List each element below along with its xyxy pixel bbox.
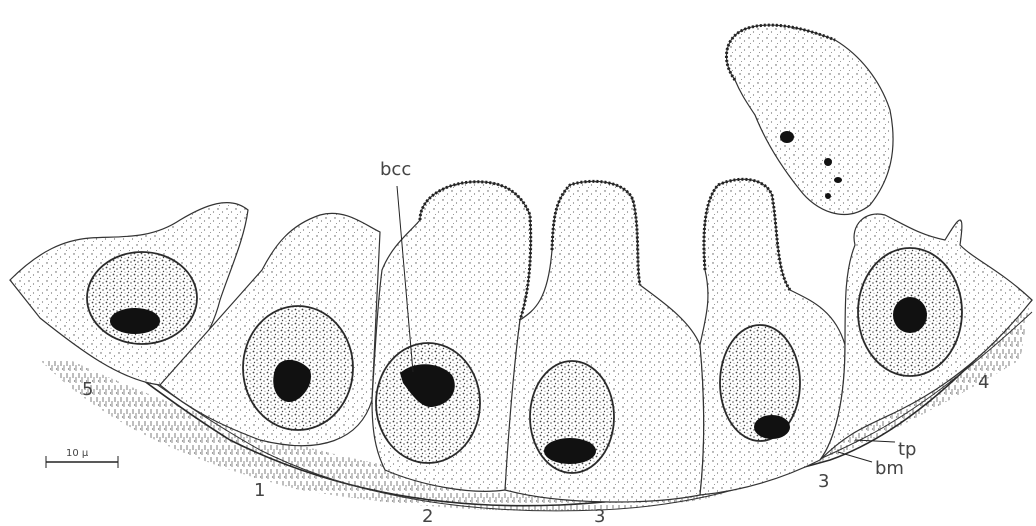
cell-5-nucleolus: [110, 308, 160, 334]
cell-3b-nucleolus: [754, 415, 790, 439]
label-cell-3-right: 3: [818, 471, 829, 492]
label-bcc: bcc: [380, 159, 411, 180]
label-cell-4: 4: [978, 372, 989, 393]
cell-4-nucleolus: [893, 297, 927, 333]
cell-3-nucleolus: [544, 438, 596, 464]
bm-leader-line: [838, 452, 872, 462]
label-bm: bm: [875, 458, 904, 479]
label-cell-1: 1: [254, 480, 265, 501]
label-cell-2: 2: [422, 506, 433, 526]
extruded-cell-granule-1: [780, 131, 794, 143]
label-scale: 10 µ: [66, 448, 89, 459]
label-tp: tp: [898, 439, 916, 460]
extruded-cell-granule-4: [825, 193, 831, 199]
label-cell-5: 5: [82, 379, 93, 400]
label-cell-3-bottom: 3: [594, 506, 605, 526]
extruded-cell-granule-2: [824, 158, 832, 166]
extruded-cell-granule-3: [834, 177, 842, 183]
